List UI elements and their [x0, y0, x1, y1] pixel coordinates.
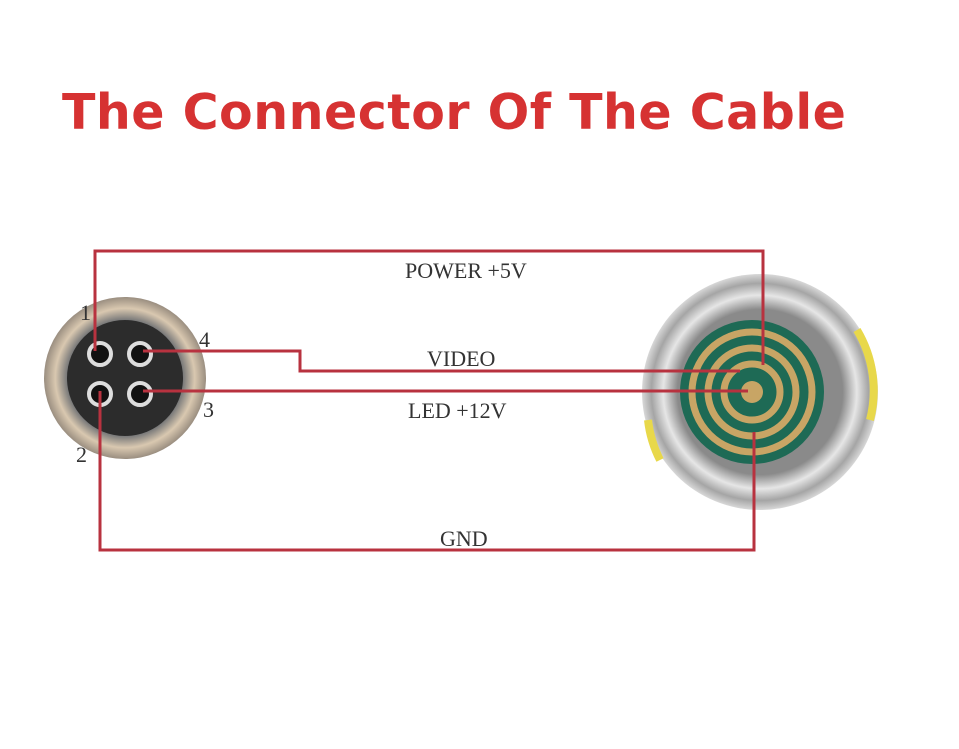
wire-power [93, 249, 765, 365]
label-video: VIDEO [427, 346, 495, 371]
left-connector-4pin [44, 297, 206, 459]
pin-1 [87, 341, 113, 367]
pin-number-1: 1 [80, 300, 91, 325]
label-led: LED +12V [408, 398, 507, 423]
left-connector-face [67, 320, 183, 436]
wires [93, 249, 765, 552]
wire-gnd [98, 391, 756, 552]
pin-3 [127, 381, 153, 407]
contact-center [741, 381, 763, 403]
wire-video [143, 349, 740, 373]
shell-accent-left [644, 419, 664, 462]
pin-number-2: 2 [76, 442, 87, 467]
pin-number-4: 4 [199, 327, 210, 352]
label-gnd: GND [440, 526, 488, 551]
pin-number-3: 3 [203, 397, 214, 422]
shell-accent-right [853, 327, 878, 421]
right-connector-spiral [642, 274, 878, 510]
page-title: The Connector Of The Cable [62, 84, 847, 141]
pin-4 [127, 341, 153, 367]
label-power: POWER +5V [405, 258, 527, 283]
